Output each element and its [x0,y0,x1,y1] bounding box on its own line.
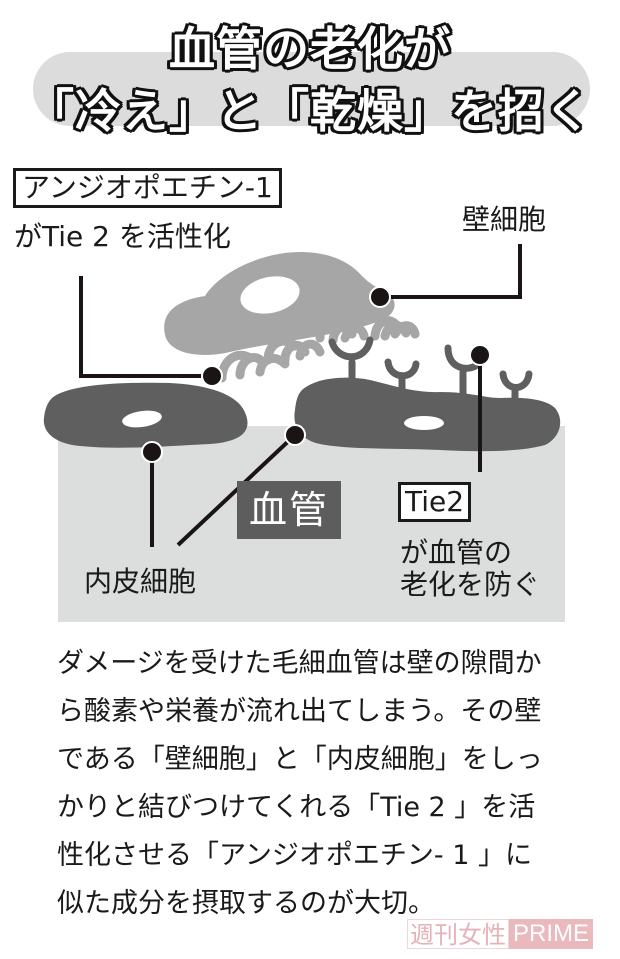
pointer-lines [79,244,522,547]
explanation-paragraph: ダメージを受けた毛細血管は壁の隙間か ら酸素や栄養が流れ出てしまう。その壁 であ… [57,640,597,928]
title-line-2: 「冷え」と「乾燥」を招く [28,84,592,138]
vessel-label: 血管 [237,481,341,539]
paragraph-line: かりと結びつけてくれる「Tie 2 」を活 [57,792,536,823]
paragraph-line: である「壁細胞」と「内皮細胞」をしっ [57,744,543,775]
tie2-sublabel-2: 老化を防ぐ [400,568,541,601]
title-line-1: 血管の老化が [169,22,451,76]
watermark-en: PRIME [509,919,594,949]
angiopoietin-label-box: アンジオポエチン-1 [13,168,282,208]
pericyte-label: 壁細胞 [462,203,547,236]
pericyte-cell-icon [164,252,420,383]
paragraph-line: 性化させる「アンジオポエチン- 1 」に [57,840,533,871]
pointer-dot-endothelial-right [284,424,306,446]
title-background-pill [33,52,590,126]
paragraph-line: 似た成分を摂取するのが大切。 [57,888,435,919]
pointer-dot-angiopoietin [201,365,223,387]
paragraph-line: ら酸素や栄養が流れ出てしまう。その壁 [57,696,542,727]
pointer-dot-endothelial-left [141,441,163,463]
tie2-receptor-icon [328,336,533,406]
tie2-label-box: Tie2 [398,482,472,522]
endothelial-cell-right-icon [294,377,561,452]
angiopoietin-sublabel: がTie 2 を活性化 [14,220,231,253]
endothelial-label: 内皮細胞 [84,565,197,598]
publisher-watermark: 週刊女性 PRIME [407,919,594,949]
pointer-dot-tie2 [469,344,491,366]
pericyte-nucleus [240,276,300,314]
watermark-jp: 週刊女性 [407,919,509,949]
pointer-dot-pericyte [369,286,391,308]
paragraph-line: ダメージを受けた毛細血管は壁の隙間か [57,648,542,679]
tie2-sublabel-1: が血管の [400,536,513,569]
pointer-dots [141,286,491,463]
